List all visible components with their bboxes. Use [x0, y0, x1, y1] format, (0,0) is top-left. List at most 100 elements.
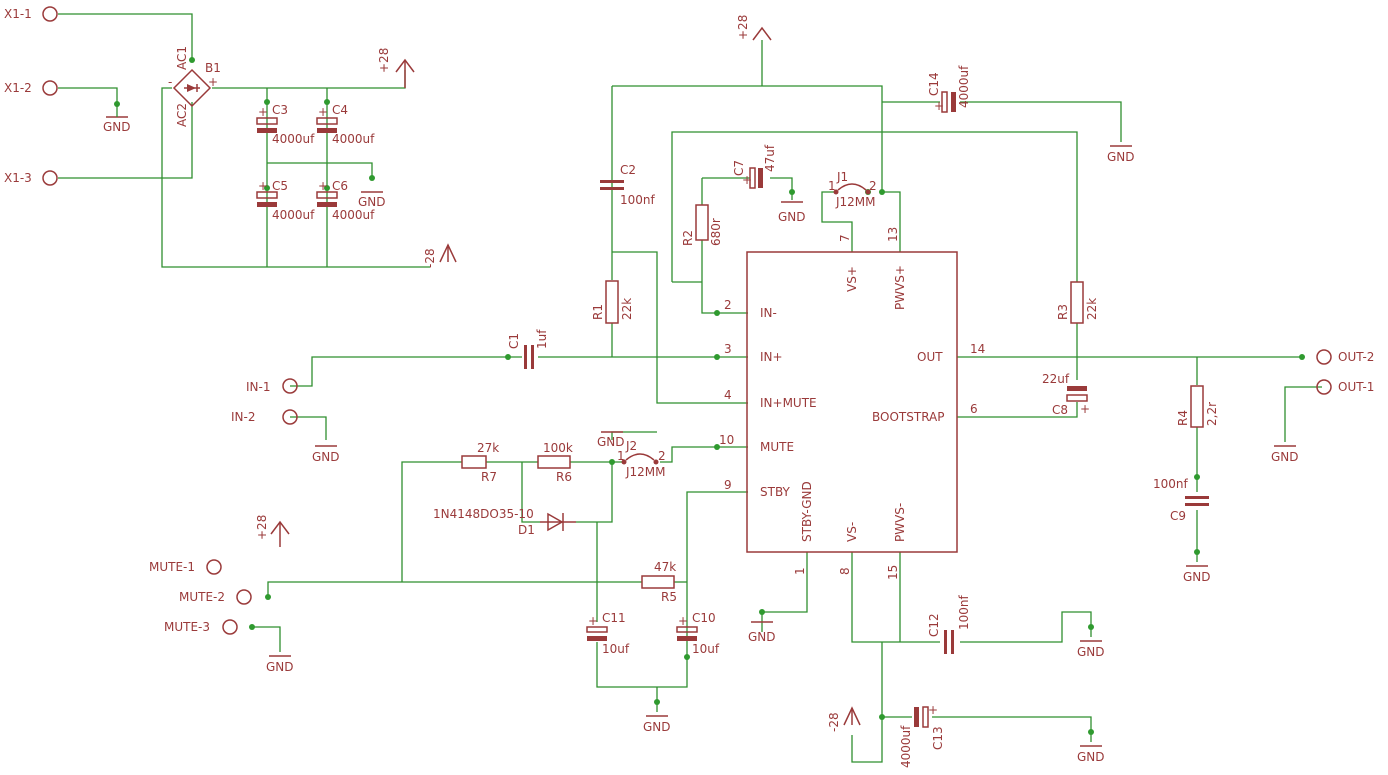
svg-text:R1: R1 [591, 304, 605, 320]
svg-text:C6: C6 [332, 179, 348, 193]
ground-icon: GND [643, 715, 671, 734]
ground-icon: GND [748, 621, 776, 644]
svg-text:+: + [1080, 402, 1090, 416]
svg-text:IN-1: IN-1 [246, 380, 270, 394]
svg-text:+: + [934, 99, 944, 113]
svg-text:3: 3 [724, 342, 732, 356]
svg-text:14: 14 [970, 342, 985, 356]
svg-text:J12MM: J12MM [835, 195, 876, 209]
connector-in-1: IN-1 [246, 378, 298, 394]
svg-text:GND: GND [778, 210, 806, 224]
svg-text:R6: R6 [556, 470, 572, 484]
svg-text:PWVS+: PWVS+ [893, 265, 907, 310]
connector-out-1: OUT-1 [1316, 379, 1374, 395]
svg-text:C5: C5 [272, 179, 288, 193]
svg-text:4000uf: 4000uf [899, 725, 913, 768]
supply-symbols: +28 +28 +28 -28 -28 [255, 15, 861, 732]
svg-text:+28: +28 [377, 48, 391, 73]
svg-text:-: - [168, 75, 172, 89]
svg-text:1: 1 [828, 179, 836, 193]
svg-text:2: 2 [724, 298, 732, 312]
svg-text:22uf: 22uf [1042, 372, 1070, 386]
resistor-r1: R1 22k [591, 280, 634, 324]
ground-icon: GND [103, 104, 131, 134]
svg-text:STBY: STBY [760, 485, 791, 499]
svg-text:7: 7 [838, 234, 852, 242]
svg-text:10: 10 [719, 433, 734, 447]
ground-icon: GND [1183, 565, 1211, 584]
svg-text:C8: C8 [1052, 403, 1068, 417]
svg-text:MUTE-1: MUTE-1 [149, 560, 195, 574]
svg-text:AC1: AC1 [175, 46, 189, 70]
svg-text:100nf: 100nf [1153, 477, 1189, 491]
supply-plus-arrow-icon: +28 [255, 515, 290, 547]
svg-text:15: 15 [886, 565, 900, 580]
svg-text:R2: R2 [681, 230, 695, 246]
svg-text:-28: -28 [423, 248, 437, 268]
svg-text:1: 1 [793, 567, 807, 575]
svg-text:1uf: 1uf [535, 329, 549, 349]
svg-text:GND: GND [748, 630, 776, 644]
svg-text:22k: 22k [620, 298, 634, 320]
supply-minus-arrow-icon: -28 [423, 243, 457, 268]
connector-mute-1: MUTE-1 [149, 559, 222, 575]
svg-text:+: + [318, 179, 328, 193]
ground-icon: GND [1107, 145, 1135, 164]
svg-text:GND: GND [643, 720, 671, 734]
amplifier-ic: IN- IN+ IN+MUTE MUTE STBY OUT BOOTSTRAP … [719, 227, 985, 580]
svg-text:D1: D1 [518, 523, 535, 537]
supply-plus-arrow-icon: +28 [377, 48, 415, 88]
svg-text:C10: C10 [692, 611, 716, 625]
svg-text:4000uf: 4000uf [957, 65, 971, 108]
svg-text:J1: J1 [836, 170, 848, 184]
svg-text:GND: GND [1077, 750, 1105, 764]
svg-text:GND: GND [1077, 645, 1105, 659]
svg-text:R4: R4 [1176, 410, 1190, 426]
svg-text:8: 8 [838, 567, 852, 575]
svg-text:GND: GND [1271, 450, 1299, 464]
svg-text:GND: GND [312, 450, 340, 464]
bridge-rectifier: B1 AC1 AC2 + - [168, 46, 221, 127]
jumper-j1: 1 2 J1 J12MM [828, 170, 877, 209]
capacitor-c14: + C14 4000uf [927, 65, 971, 113]
supply-plus-arrow-icon: +28 [736, 15, 772, 41]
svg-text:+: + [742, 173, 752, 187]
svg-text:1N4148DO35-10: 1N4148DO35-10 [433, 507, 534, 521]
svg-text:4000uf: 4000uf [332, 132, 375, 146]
svg-text:C14: C14 [927, 72, 941, 96]
svg-text:C3: C3 [272, 103, 288, 117]
svg-text:27k: 27k [477, 441, 499, 455]
svg-text:+28: +28 [736, 15, 750, 40]
svg-text:C12: C12 [927, 613, 941, 637]
svg-text:2: 2 [658, 449, 666, 463]
svg-text:9: 9 [724, 478, 732, 492]
svg-text:+28: +28 [255, 515, 269, 540]
svg-text:GND: GND [358, 195, 386, 209]
ground-icon: GND [1077, 745, 1105, 764]
svg-text:4000uf: 4000uf [272, 132, 315, 146]
connector-x1-2: X1-2 [4, 80, 58, 96]
svg-text:2: 2 [869, 179, 877, 193]
svg-text:VS+: VS+ [845, 266, 859, 292]
svg-text:IN+MUTE: IN+MUTE [760, 396, 817, 410]
svg-text:OUT-2: OUT-2 [1338, 350, 1374, 364]
connector-x1-3: X1-3 [4, 170, 58, 186]
ground-icon: GND [312, 445, 340, 464]
svg-text:R3: R3 [1056, 304, 1070, 320]
svg-text:R7: R7 [481, 470, 497, 484]
